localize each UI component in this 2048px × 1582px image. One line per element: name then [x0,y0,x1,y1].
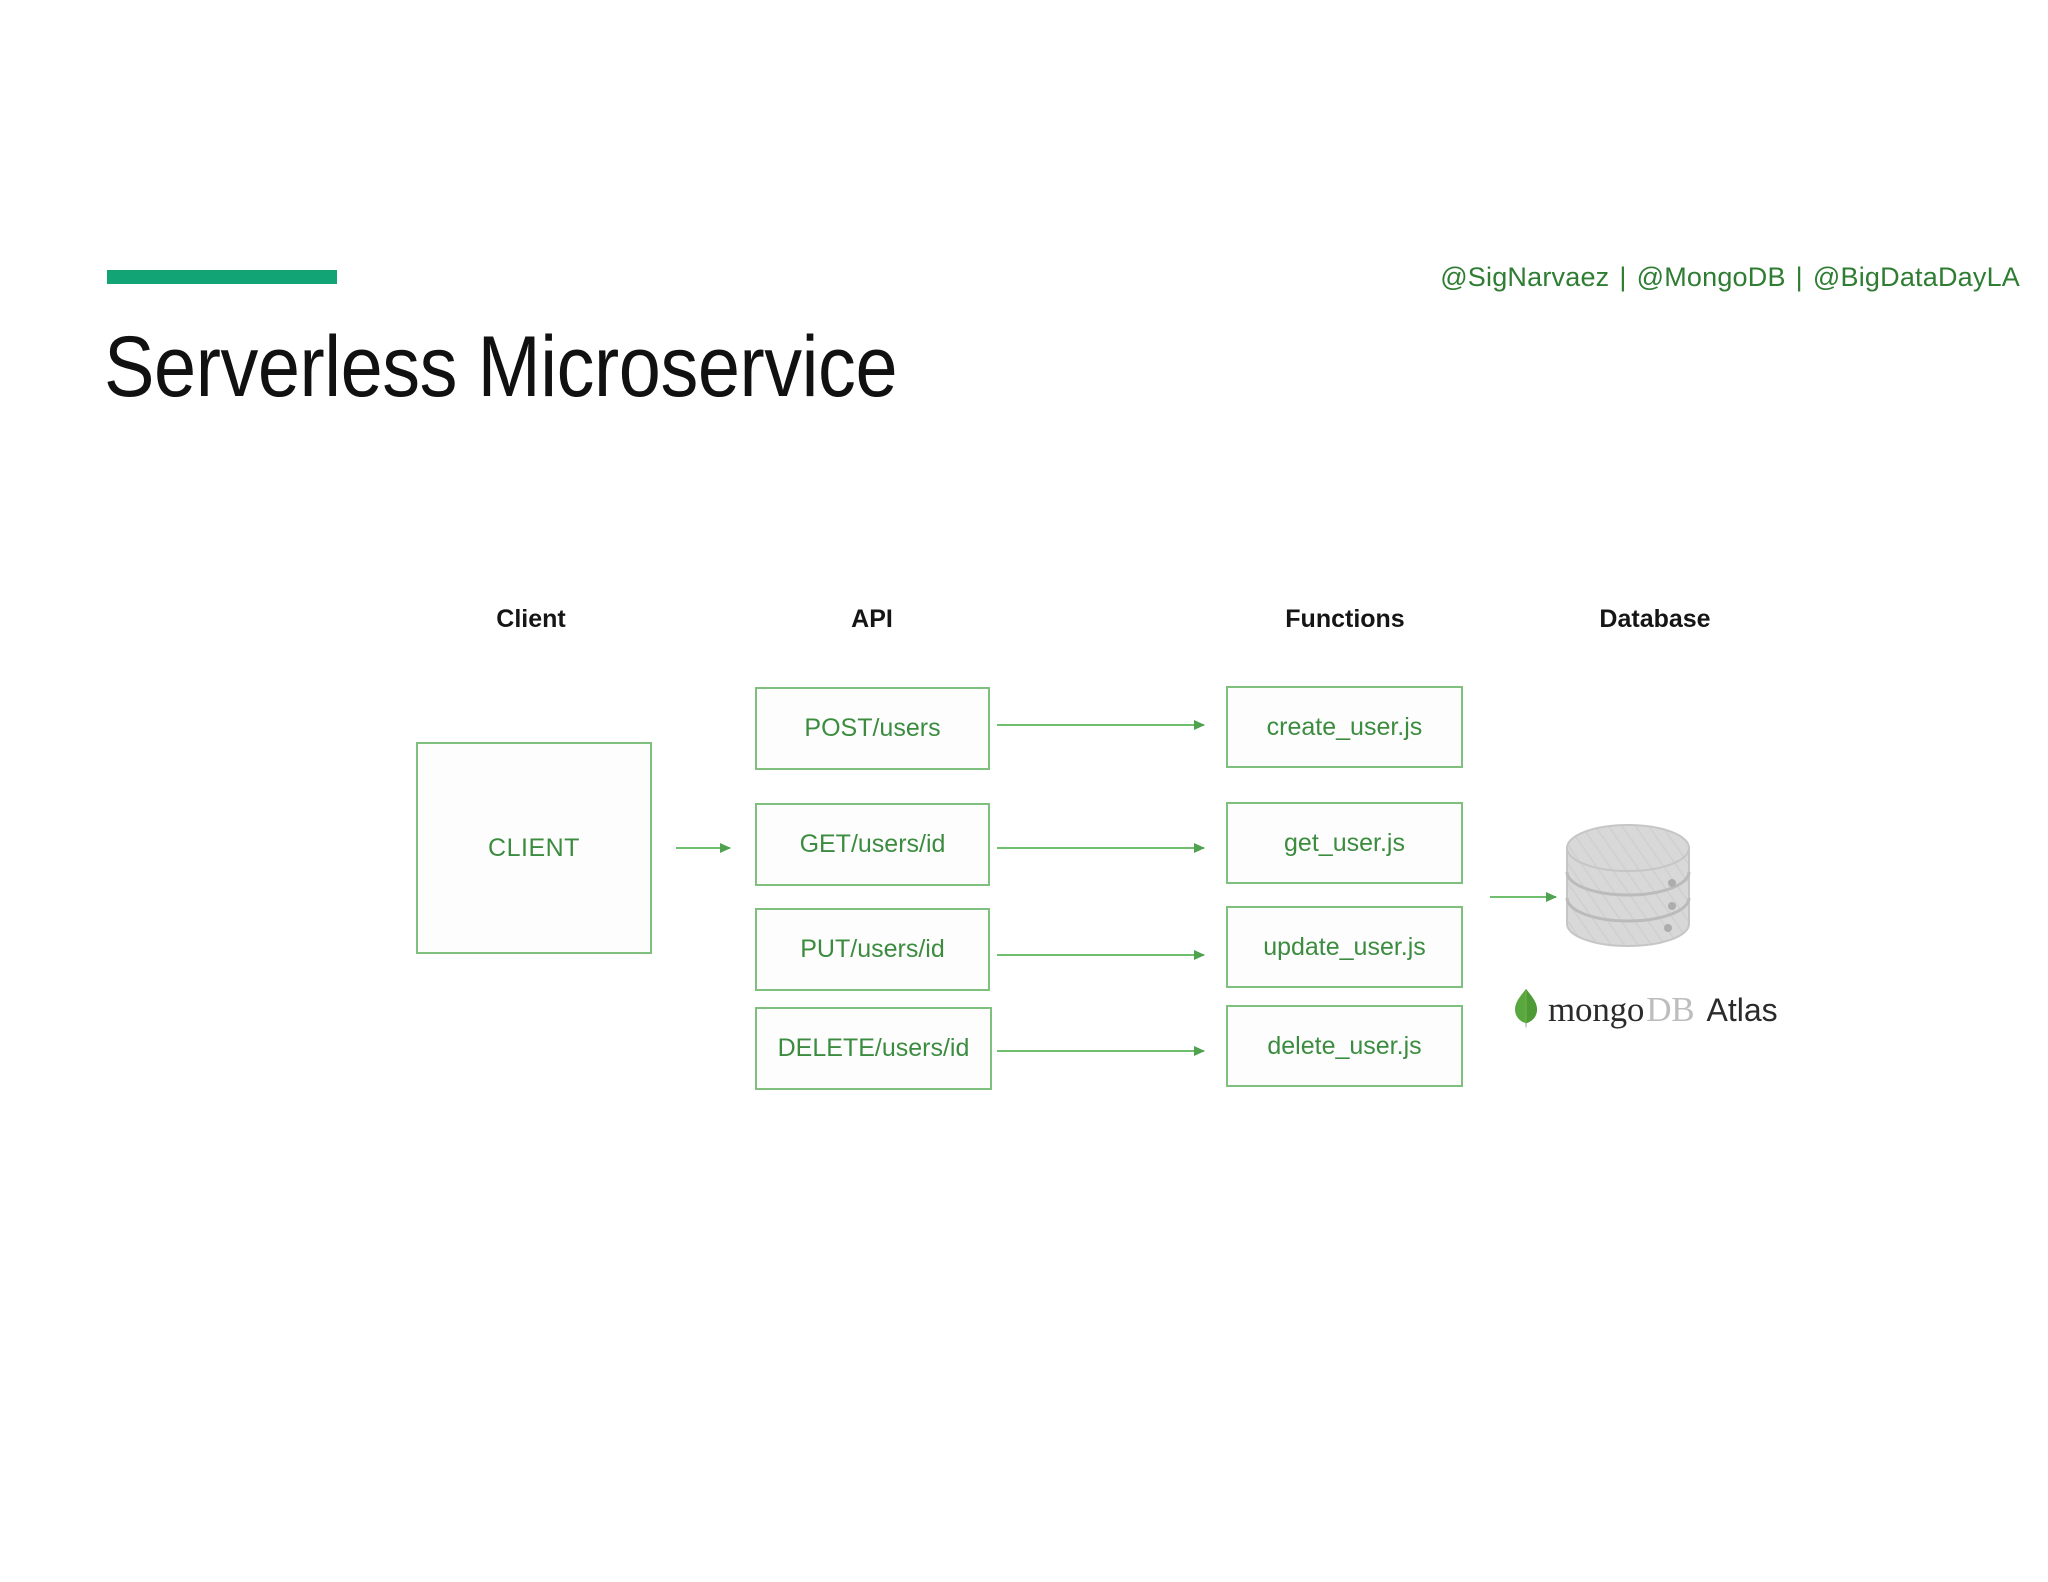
api-node-delete-users-id-label: DELETE/users/id [777,1034,970,1062]
function-node-delete-user[interactable]: delete_user.js [1226,1005,1463,1087]
arrow-put-to-update-user [997,950,1205,960]
api-node-get-users-id[interactable]: GET/users/id [755,803,990,886]
database-cylinder-icon [1563,820,1693,953]
function-node-create-user-label: create_user.js [1266,712,1423,741]
column-header-functions: Functions [1285,605,1405,633]
mongodb-atlas-logo: mongo DB Atlas [1513,988,1778,1033]
mongodb-logo-atlas-text: Atlas [1706,991,1778,1028]
function-node-update-user-label: update_user.js [1263,932,1426,961]
column-header-client: Client [496,605,566,633]
title-accent-bar [107,270,337,284]
api-node-get-users-id-label: GET/users/id [799,830,946,858]
api-node-post-users-label: POST/users [804,714,941,742]
handle-separator-2: | [1795,262,1803,292]
function-node-get-user[interactable]: get_user.js [1226,802,1463,884]
arrow-functions-to-database [1490,892,1557,902]
api-node-put-users-id[interactable]: PUT/users/id [755,908,990,991]
arrow-delete-to-delete-user [997,1046,1205,1056]
handle-bigdatadayla: @BigDataDayLA [1812,262,2020,292]
arrow-client-to-api [676,843,731,853]
function-node-create-user[interactable]: create_user.js [1226,686,1463,768]
handle-signarvaez: @SigNarvaez [1440,262,1610,292]
mongodb-logo-mongo-text: mongo [1548,990,1645,1029]
api-node-delete-users-id[interactable]: DELETE/users/id [755,1007,992,1090]
column-header-database: Database [1599,605,1711,633]
function-node-delete-user-label: delete_user.js [1267,1031,1422,1060]
api-node-post-users[interactable]: POST/users [755,687,990,770]
function-node-update-user[interactable]: update_user.js [1226,906,1463,988]
presenter-handles: @SigNarvaez | @MongoDB | @BigDataDayLA [1440,262,2020,293]
mongodb-logo-db-text: DB [1646,990,1695,1029]
api-node-put-users-id-label: PUT/users/id [800,935,945,963]
handle-separator-1: | [1619,262,1627,292]
page-title: Serverless Microservice [104,319,898,415]
function-node-get-user-label: get_user.js [1284,828,1405,857]
handle-mongodb: @MongoDB [1636,262,1786,292]
arrow-post-to-create-user [997,720,1205,730]
arrow-get-to-get-user [997,843,1205,853]
client-node[interactable]: CLIENT [416,742,652,954]
mongodb-leaf-icon [1513,988,1539,1033]
column-header-api: API [851,605,893,633]
client-node-label: CLIENT [488,833,580,862]
